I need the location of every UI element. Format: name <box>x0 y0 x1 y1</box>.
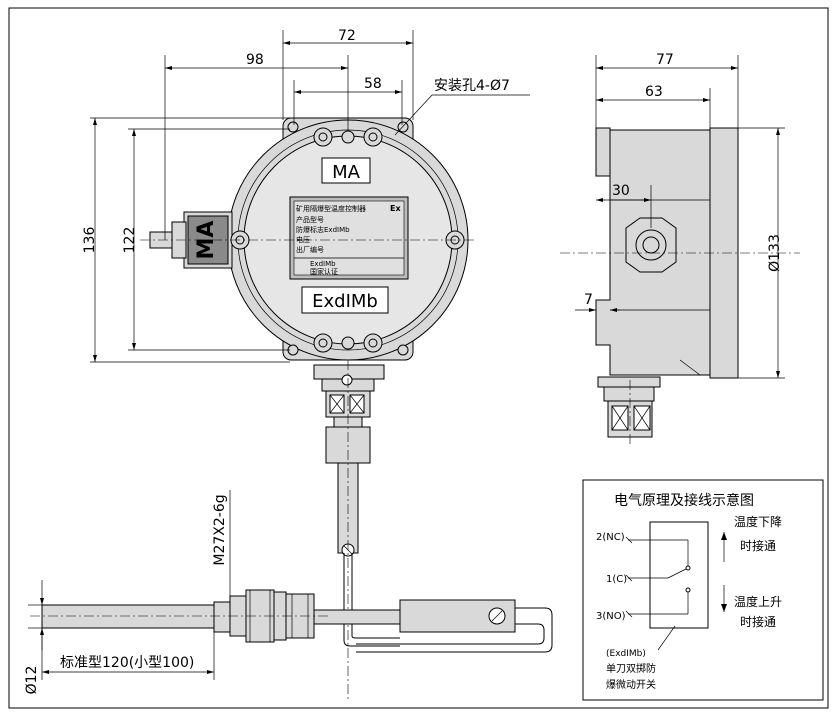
mounting-hole-label: 安装孔4-Ø7 <box>434 78 510 94</box>
dim-72: 72 <box>338 28 356 44</box>
ex-note: (ExdⅠMb) <box>606 649 646 659</box>
dim-7: 7 <box>584 292 593 308</box>
dim-98: 98 <box>246 52 264 68</box>
dim-12: Ø12 <box>24 666 40 695</box>
switch-note-line2: 爆微动开关 <box>606 678 656 691</box>
wiring-diagram: 电气原理及接线示意图 2(NC) 1(C) 3(NO) 温度下降 时接通 温度上… <box>582 479 824 701</box>
thread-label: M27X2-6g <box>212 494 228 565</box>
dim-136: 136 <box>82 227 98 254</box>
side-dimensions: 77 63 30 7 Ø133 <box>575 52 785 379</box>
probe-dimensions: M27X2-6g 标准型120(小型100) Ø12 <box>24 490 231 695</box>
dim-77: 77 <box>656 52 674 68</box>
nameplate-line-serial: 出厂编号 <box>296 245 324 254</box>
nameplate-line-model: 产品型号 <box>296 215 324 224</box>
nameplate-line-ex: 防爆标志ExdⅠMb <box>296 225 350 234</box>
nc-label: 2(NC) <box>596 532 625 543</box>
switch-note-line1: 单刀双掷防 <box>606 662 656 675</box>
nameplate-line-voltage: 电压 <box>296 235 310 244</box>
no-label: 3(NO) <box>596 611 626 622</box>
dim-122: 122 <box>122 227 138 254</box>
nameplate-line-cert: 国家认证 <box>310 267 338 276</box>
temp-up-line1: 温度上升 <box>734 594 782 609</box>
ma-mark: MA <box>332 162 361 183</box>
probe-assembly <box>30 589 553 653</box>
c-label: 1(C) <box>606 574 627 585</box>
dim-133: Ø133 <box>767 234 783 272</box>
dim-58: 58 <box>364 76 382 92</box>
dim-30: 30 <box>612 183 630 199</box>
side-view <box>560 127 800 445</box>
front-dimensions: 72 98 58 136 122 安装孔4-Ø7 <box>82 28 530 363</box>
wiring-title: 电气原理及接线示意图 <box>614 492 754 509</box>
temp-down-line1: 温度下降 <box>734 514 782 529</box>
ex-mark: ExdⅠMb <box>312 291 378 312</box>
temp-down-line2: 时接通 <box>740 538 776 553</box>
nameplate-title: 矿用隔爆型温度控制器 <box>296 204 366 213</box>
dim-63: 63 <box>645 84 663 100</box>
temp-up-line2: 时接通 <box>740 614 776 629</box>
nameplate-ex-logo: Ex <box>390 204 401 213</box>
probe-length-label: 标准型120(小型100) <box>60 655 194 671</box>
nameplate-line-ex2: ExdⅠMb <box>310 260 336 268</box>
drawing-border <box>8 7 829 709</box>
